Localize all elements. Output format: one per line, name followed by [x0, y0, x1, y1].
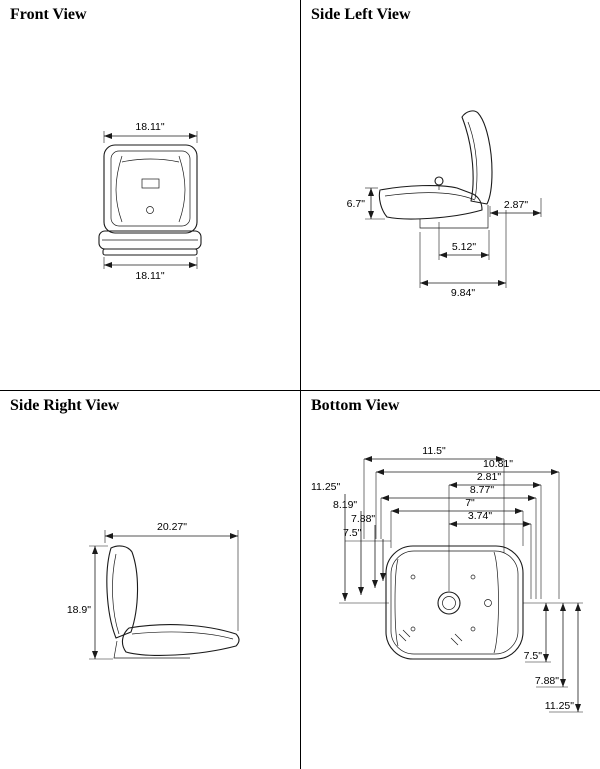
- side-left-view-panel: Side Left View 6.7": [300, 0, 600, 390]
- seat-pivot-knob: [434, 176, 444, 186]
- dim-side-left-seat-depth: 5.12": [438, 222, 490, 260]
- dim-side-left-overall-depth: 9.84": [419, 210, 507, 299]
- bottom-dim-2-81-label: 2.81": [477, 471, 501, 483]
- center-mount-hole-outer: [437, 591, 461, 615]
- side-right-view-title: Side Right View: [10, 397, 120, 414]
- side-left-view-drawing: 6.7" 2.87" 5.12" 9.84": [347, 110, 542, 299]
- front-view-panel: Front View 18.1: [0, 0, 300, 390]
- mount-hole: [410, 626, 416, 632]
- side-right-seat-outline: [106, 545, 240, 659]
- mount-hole: [470, 626, 476, 632]
- front-dim-bottom-label: 18.11": [135, 270, 164, 282]
- backrest-label-recess: [141, 178, 160, 189]
- side-right-dim-18-9-label: 18.9": [67, 604, 91, 616]
- bottom-dim-left-11-25-label: 11.25": [311, 481, 340, 493]
- bottom-view-title: Bottom View: [311, 397, 400, 414]
- bottom-view-panel: Bottom View: [300, 390, 600, 769]
- front-view-drawing: 18.11" 18.11": [98, 121, 202, 282]
- dim-front-bottom-width: 18.11": [103, 257, 198, 282]
- side-right-view-panel: Side Right View 20.27": [0, 390, 300, 769]
- dim-side-right-overall-height: 18.9": [67, 545, 113, 660]
- dim-side-left-back-height: 6.7": [347, 187, 385, 220]
- side-left-view-title: Side Left View: [311, 6, 411, 23]
- front-dim-top-label: 18.11": [135, 121, 164, 133]
- bottom-dim-left-7-88-label: 7.88": [351, 513, 375, 525]
- side-left-dim-6-7-label: 6.7": [347, 198, 366, 210]
- bottom-dim-8-77-label: 8.77": [470, 484, 494, 496]
- bottom-right-dimension-stack: 7.5" 7.88" 11.25": [523, 602, 583, 713]
- bottom-view-drawing: 11.5" 10.81" 2.81" 8.77" 7" 3.74" 11.25"…: [311, 445, 583, 713]
- front-seat-outline: [98, 144, 202, 256]
- backrest-drain-hole: [146, 206, 154, 214]
- side-left-seat-outline: [378, 110, 493, 229]
- bottom-dim-left-7-5-label: 7.5": [343, 527, 362, 539]
- side-mount-hole: [484, 599, 492, 607]
- dim-side-right-overall-depth: 20.27": [104, 521, 239, 631]
- mount-hole: [470, 574, 476, 580]
- bottom-left-dimension-stack: 11.25" 8.19" 7.88" 7.5": [311, 481, 389, 604]
- bottom-top-dimension-stack: 11.5" 10.81" 2.81" 8.77" 7" 3.74": [345, 445, 560, 599]
- bottom-dim-7-label: 7": [465, 497, 475, 509]
- bottom-dim-10-81-label: 10.81": [483, 458, 513, 470]
- mount-hole: [410, 574, 416, 580]
- bottom-seat-pan-outline: [385, 545, 524, 660]
- dim-front-top-width: 18.11": [103, 121, 198, 143]
- center-mount-hole-inner: [442, 596, 456, 610]
- dim-side-left-rear-offset: 2.87": [489, 198, 542, 217]
- side-right-dim-20-27-label: 20.27": [157, 521, 187, 533]
- side-left-dim-2-87-label: 2.87": [504, 199, 528, 211]
- bottom-dim-3-74-label: 3.74": [468, 510, 492, 522]
- side-left-dim-9-84-label: 9.84": [451, 287, 475, 299]
- bottom-dim-right-7-88-label: 7.88": [535, 675, 559, 687]
- side-right-view-drawing: 20.27" 18.9": [67, 521, 240, 660]
- bottom-dim-11-5-label: 11.5": [422, 445, 446, 457]
- bottom-dim-right-7-5-label: 7.5": [524, 650, 543, 662]
- bottom-dim-right-11-25-label: 11.25": [545, 700, 574, 712]
- front-view-title: Front View: [10, 6, 87, 23]
- side-left-dim-5-12-label: 5.12": [452, 241, 476, 253]
